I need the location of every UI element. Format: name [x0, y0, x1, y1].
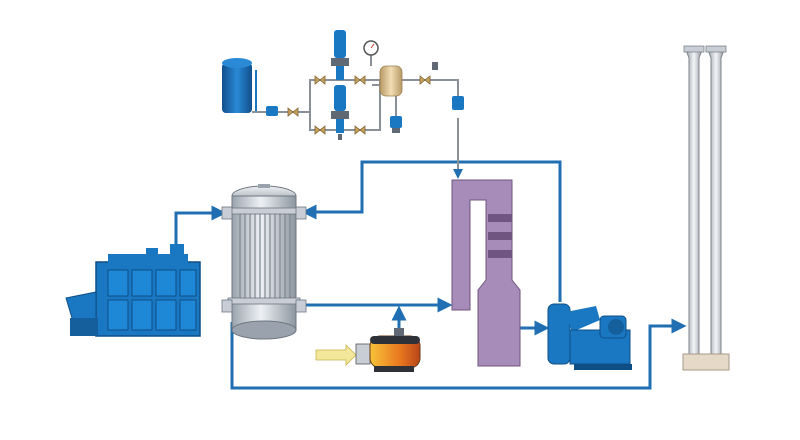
pipe-boiler-to-exchanger — [174, 205, 227, 248]
chimney-left — [683, 45, 705, 357]
pipe-bottom-return — [230, 318, 687, 390]
pipe-network — [174, 118, 687, 390]
flow-meter — [432, 62, 438, 70]
valve-icon[interactable] — [266, 106, 278, 116]
chimney-right — [705, 45, 727, 357]
dosing-system — [222, 30, 464, 140]
valve-group[interactable] — [287, 75, 431, 135]
reactor-tower[interactable] — [451, 179, 521, 367]
pressure-gauge — [363, 40, 379, 66]
dosing-pump-lower[interactable] — [331, 85, 349, 140]
induced-draft-fan[interactable] — [547, 303, 632, 370]
burner-heater[interactable] — [315, 328, 421, 372]
motor-icon — [608, 319, 624, 335]
pipe-tower-to-exchanger — [301, 160, 562, 302]
storage-tank[interactable] — [222, 58, 257, 113]
drain-valve[interactable] — [390, 116, 402, 133]
boiler[interactable] — [65, 244, 201, 337]
mixing-vessel[interactable] — [379, 65, 403, 97]
chimney-base — [682, 353, 730, 371]
inlet-arrow-icon — [315, 344, 357, 366]
spray-injector[interactable] — [452, 96, 464, 110]
heat-exchanger[interactable] — [221, 184, 307, 340]
dosing-pump-upper[interactable] — [331, 30, 349, 80]
chimney-stack — [682, 45, 730, 371]
